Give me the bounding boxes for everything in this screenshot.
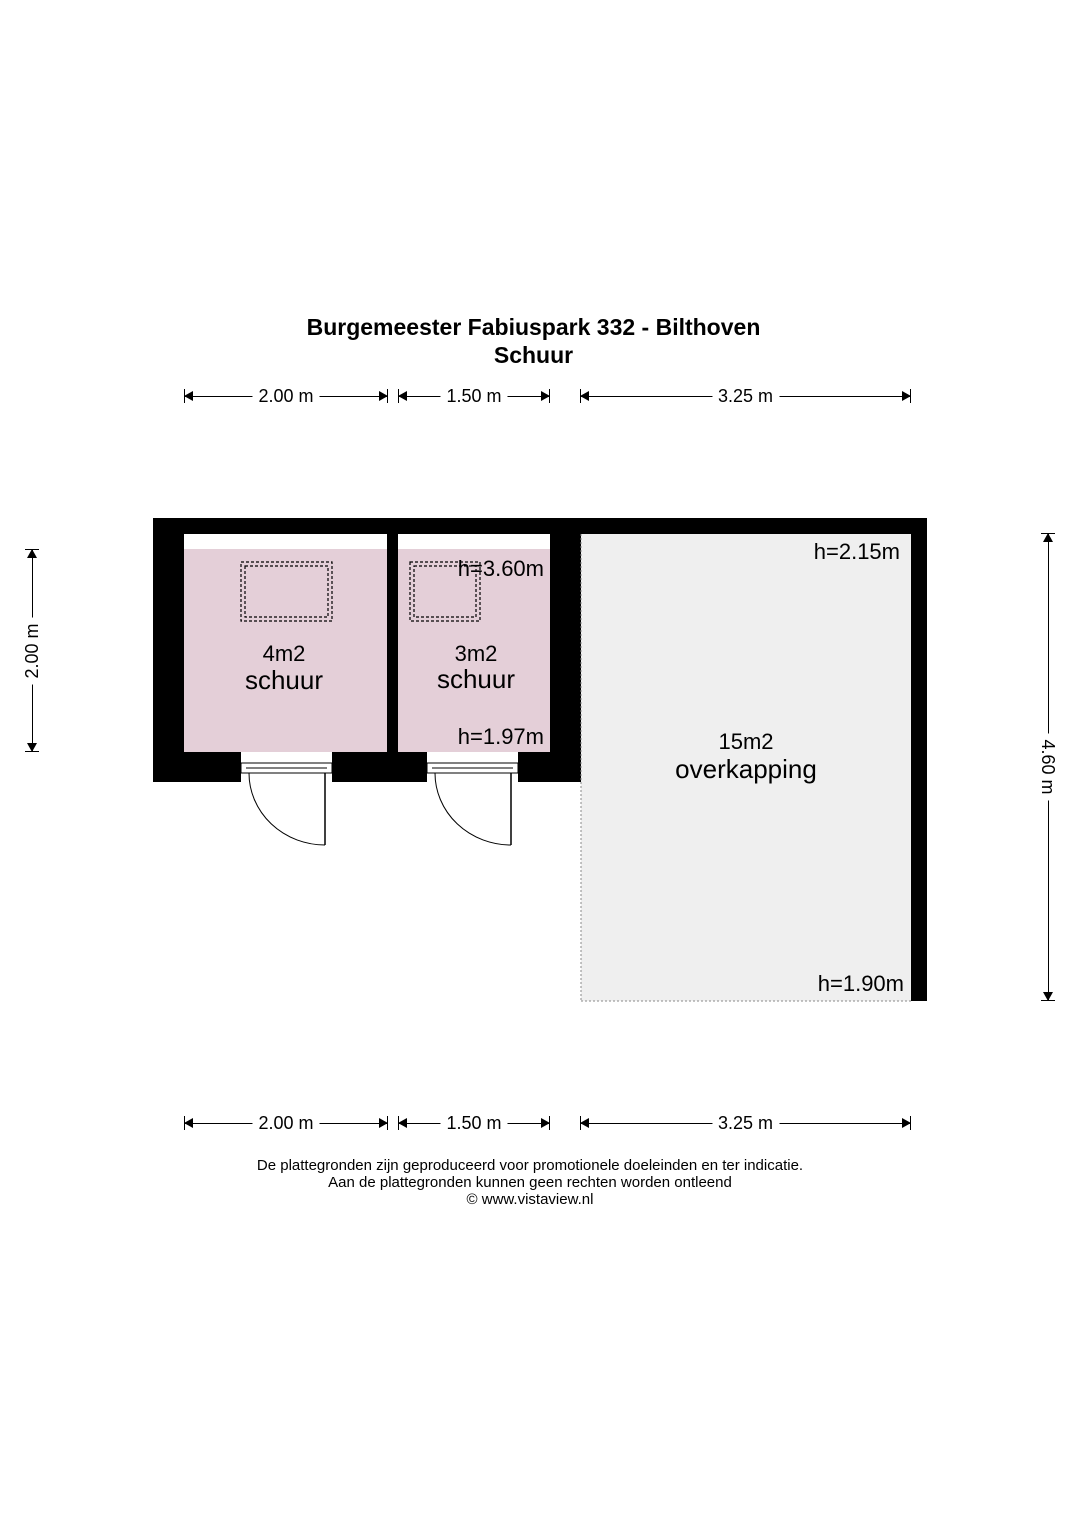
wall-bottom-segment bbox=[153, 752, 241, 782]
skylight-shed-1 bbox=[240, 561, 333, 622]
room-covered-height-top: h=2.15m bbox=[814, 539, 900, 564]
plan-title: Burgemeester Fabiuspark 332 - Bilthoven bbox=[306, 314, 761, 340]
room-shed-1-floor bbox=[184, 549, 387, 752]
room-shed-2-area: 3m2 bbox=[455, 641, 498, 666]
wall-bottom-segment bbox=[518, 752, 581, 782]
disclaimer: De plattegronden zijn geproduceerd voor … bbox=[0, 1157, 1060, 1208]
dimension-right: 4.60 m bbox=[1038, 533, 1058, 1001]
door-shed-1 bbox=[240, 762, 333, 846]
room-covered-area: 15m2 bbox=[718, 729, 773, 754]
wall-left bbox=[153, 518, 184, 782]
wall-top bbox=[153, 518, 927, 534]
room-shed-1-name: schuur bbox=[245, 665, 323, 695]
dimension-top-3: 3.25 m bbox=[580, 386, 911, 406]
room-shed-1-area: 4m2 bbox=[263, 641, 306, 666]
room-covered-height-bottom: h=1.90m bbox=[818, 971, 904, 996]
dimension-bottom-1: 2.00 m bbox=[184, 1113, 388, 1133]
dimension-label: 1.50 m bbox=[440, 386, 508, 406]
room-shed-2-name: schuur bbox=[437, 664, 515, 694]
copyright: © www.vistaview.nl bbox=[466, 1191, 594, 1208]
room-shed-2-floor bbox=[398, 549, 550, 752]
wall-divider-1 bbox=[387, 534, 398, 782]
dimension-top-2: 1.50 m bbox=[398, 386, 550, 406]
wall-divider-2 bbox=[550, 518, 581, 782]
dimension-label: 1.50 m bbox=[440, 1113, 508, 1133]
dimension-label: 2.00 m bbox=[252, 1113, 320, 1133]
dimension-bottom-2: 1.50 m bbox=[398, 1113, 550, 1133]
disclaimer-line-1: De plattegronden zijn geproduceerd voor … bbox=[256, 1157, 804, 1174]
wall-right bbox=[911, 518, 927, 1001]
dimension-bottom-3: 3.25 m bbox=[580, 1113, 911, 1133]
door-shed-2 bbox=[426, 762, 519, 846]
dimension-left: 2.00 m bbox=[22, 549, 42, 752]
plan-subtitle: Schuur bbox=[493, 342, 574, 368]
disclaimer-line-2: Aan de plattegronden kunnen geen rechten… bbox=[328, 1174, 732, 1191]
dimension-top-1: 2.00 m bbox=[184, 386, 388, 406]
room-covered-floor bbox=[581, 534, 911, 1001]
dimension-label: 3.25 m bbox=[711, 1113, 780, 1133]
dimension-label: 2.00 m bbox=[252, 386, 320, 406]
room-shed-2-height-top: h=3.60m bbox=[458, 556, 544, 581]
skylight-shed-2 bbox=[409, 561, 481, 622]
room-shed-2-height-bottom: h=1.97m bbox=[458, 724, 544, 749]
room-covered-name: overkapping bbox=[675, 754, 817, 784]
dimension-label: 3.25 m bbox=[711, 386, 780, 406]
wall-bottom-segment bbox=[332, 752, 427, 782]
